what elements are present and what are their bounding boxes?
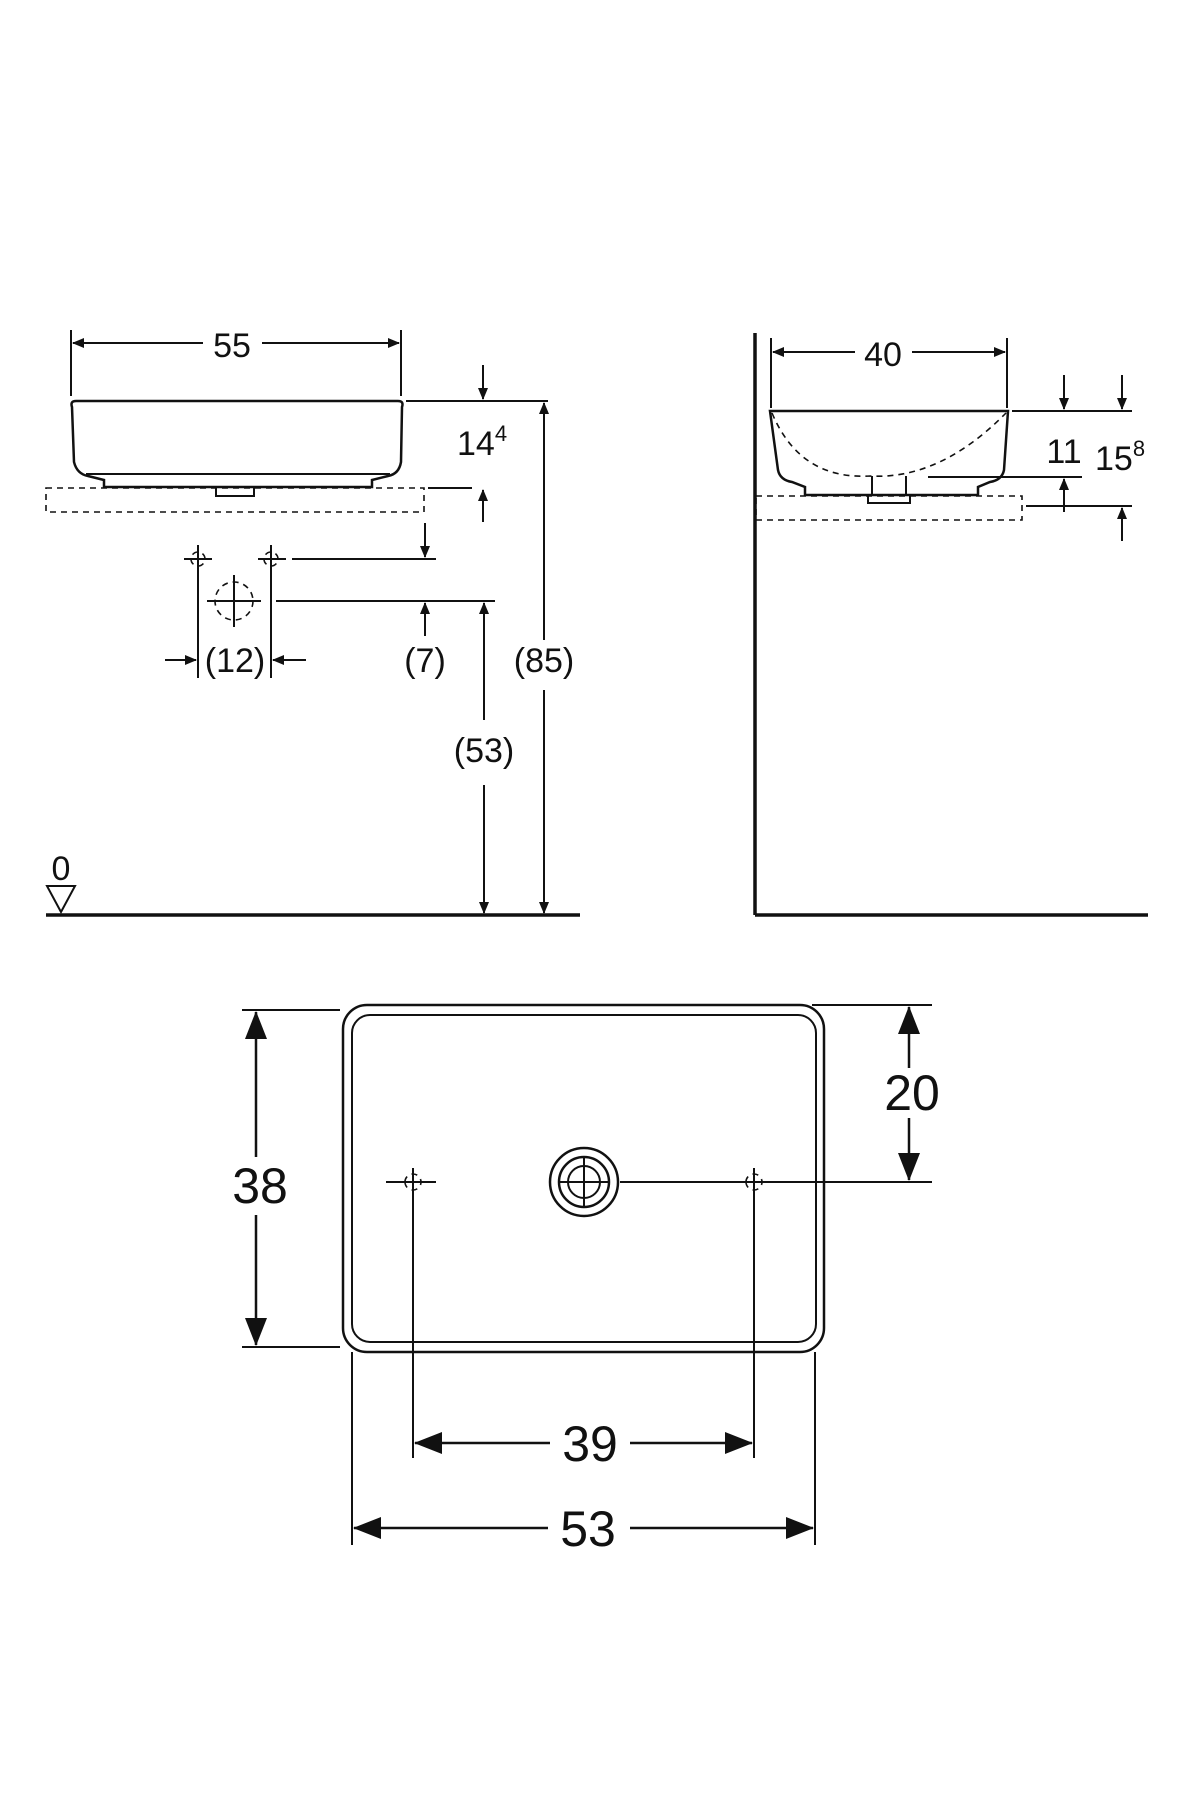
top-basin-outer [341,1003,826,1354]
front-waste-outlet [215,487,255,497]
floor-level-label: 0 [52,850,71,888]
dim-front-total-height: (85) [514,642,574,680]
dim-side-depth: 40 [864,336,902,374]
dim-top-waste-offset: 20 [884,1065,940,1121]
dim-front-waste-height: (53) [454,732,514,770]
front-view: 55 144 (12) [45,327,580,917]
dim-top-depth: 38 [232,1158,288,1214]
dim-side-total-base: 15 [1095,440,1133,478]
side-bowl-dashed [771,412,1007,477]
tap-hole-right-symbol [258,545,286,575]
tap-hole-left-symbol [184,545,212,575]
dim-side-bowl-height: 11 [1046,433,1081,471]
dim-side-total-height: 158 [1095,436,1145,478]
side-view: 40 11 158 [753,333,1148,917]
dim-front-height-base: 14 [457,425,495,463]
dim-top-width: 53 [560,1501,616,1557]
front-basin-outline [70,399,404,489]
side-basin-outline [768,409,1010,497]
top-tap-hole-left [386,1173,436,1191]
top-waste-icon [548,1146,620,1218]
dim-front-tap-spacing: (12) [205,642,265,680]
dim-front-height: 144 [457,421,507,463]
dim-top-tap-spacing: 39 [562,1416,618,1472]
top-basin-inner [351,1014,817,1343]
floor-level-marker: 0 [45,850,77,915]
top-view: 38 20 39 53 [232,1003,940,1557]
front-countertop [45,487,425,513]
dim-front-tap-offset: (7) [404,642,446,680]
waste-symbol [207,575,261,627]
side-waste-outlet [867,495,911,504]
dim-front-height-sup: 4 [495,421,507,446]
side-countertop [755,495,1023,521]
dim-front-width: 55 [213,327,251,365]
dim-side-total-sup: 8 [1133,436,1145,461]
